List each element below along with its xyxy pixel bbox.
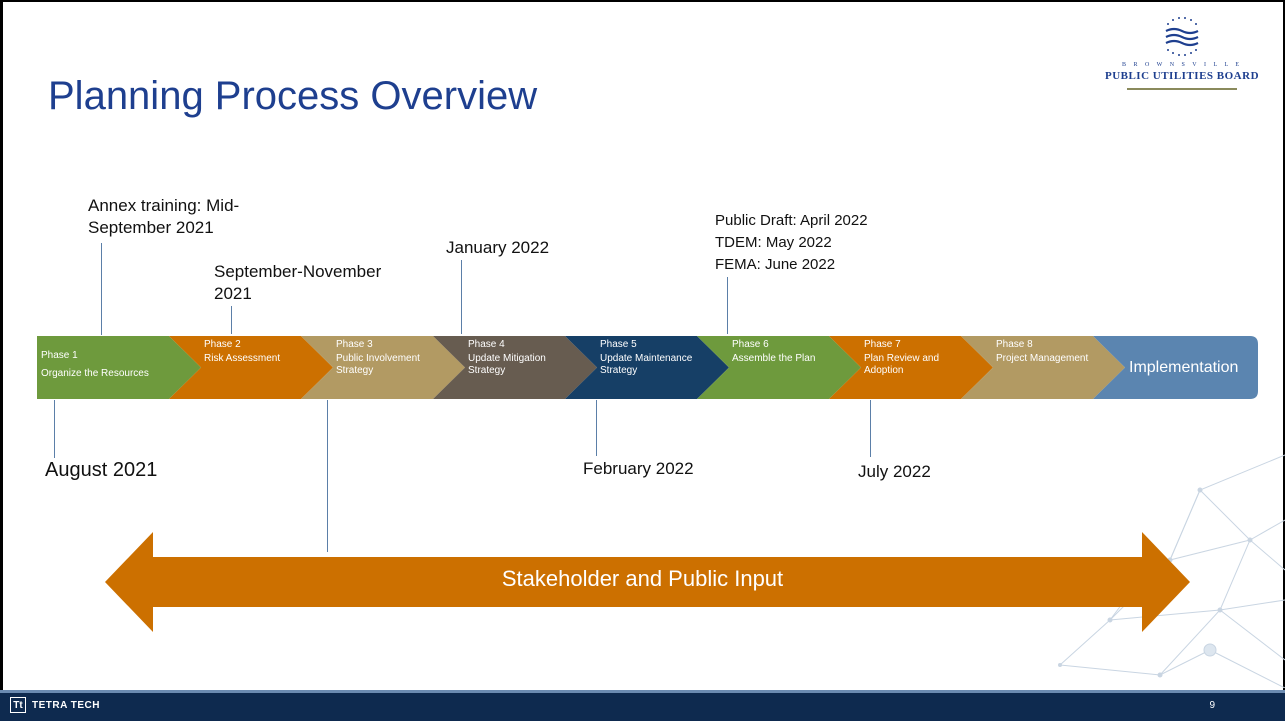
- phase-label-2: Phase 2 Risk Assessment: [204, 339, 302, 365]
- connector-line: [327, 400, 328, 552]
- phase-label-4: Phase 4 Update Mitigation Strategy: [468, 339, 566, 377]
- slide-title: Planning Process Overview: [48, 74, 538, 118]
- slide-border-right: [1283, 0, 1285, 690]
- annotation-public-draft: Public Draft: April 2022 TDEM: May 2022 …: [715, 210, 868, 276]
- page-number: 9: [1209, 700, 1215, 711]
- phase-name: Project Management: [996, 353, 1089, 364]
- phase-label-1: Phase 1 Organize the Resources: [41, 350, 167, 380]
- phase-chevron-6: [697, 336, 861, 399]
- tetra-tech-name: TETRA TECH: [32, 699, 100, 711]
- phase-chevron-3: [301, 336, 465, 399]
- connector-line: [870, 400, 871, 457]
- phase-name: Organize the Resources: [41, 368, 149, 379]
- annotation-line: TDEM: May 2022: [715, 234, 832, 251]
- logo-city: B R O W N S V I L L E: [1121, 62, 1243, 68]
- phase-label-8: Phase 8 Project Management: [996, 339, 1094, 365]
- phase-name: Update Maintenance Strategy: [600, 353, 693, 376]
- phase-number: Phase 2: [204, 339, 241, 350]
- connector-line: [101, 243, 102, 335]
- connector-line: [54, 400, 55, 458]
- phase-number: Phase 7: [864, 339, 901, 350]
- phase-chevron-7: [829, 336, 993, 399]
- tetra-tech-icon: Tt: [10, 697, 26, 713]
- annotation-line: September-November: [214, 262, 382, 281]
- connector-line: [596, 400, 597, 456]
- connector-line: [231, 306, 232, 334]
- logo-name: PUBLIC UTILITIES BOARD: [1104, 70, 1260, 82]
- phase-number: Phase 5: [600, 339, 637, 350]
- slide-border-left: [0, 0, 3, 690]
- footer-separator: [0, 690, 1285, 693]
- annotation-august: August 2021: [45, 459, 158, 481]
- phase-chevron-5: [565, 336, 729, 399]
- phase-number: Phase 6: [732, 339, 769, 350]
- network-decoration: [1058, 454, 1285, 688]
- phase-label-3: Phase 3 Public Involvement Strategy: [336, 339, 434, 377]
- phase-chevron-2: [169, 336, 333, 399]
- phase-chevron-4: [433, 336, 597, 399]
- phase-number: Phase 3: [336, 339, 373, 350]
- phase-name: Risk Assessment: [204, 353, 281, 364]
- implementation-block: [1093, 336, 1258, 399]
- phase-number: Phase 8: [996, 339, 1033, 350]
- annotation-line: FEMA: June 2022: [715, 256, 836, 273]
- phase-chevron-8: [961, 336, 1125, 399]
- stakeholder-arrow-label: Stakeholder and Public Input: [501, 566, 784, 591]
- phase-number: Phase 4: [468, 339, 505, 350]
- logo-rule: [1127, 88, 1237, 90]
- phase-label-6: Phase 6 Assemble the Plan: [732, 339, 830, 365]
- phase-name: Plan Review and Adoption: [864, 353, 940, 376]
- connector-line: [461, 260, 462, 334]
- annotation-line: September 2021: [88, 218, 214, 237]
- annotation-line: 2021: [214, 284, 252, 303]
- phase-number: Phase 1: [41, 350, 78, 361]
- phase-chevron-1: [37, 336, 201, 399]
- phase-name: Public Involvement Strategy: [336, 353, 420, 376]
- tetra-tech-logo: Tt TETRA TECH: [10, 697, 100, 713]
- annotation-annex-training: Annex training: Mid- September 2021: [88, 195, 239, 239]
- annotation-february: February 2022: [583, 459, 694, 478]
- implementation-label: Implementation: [1129, 358, 1239, 376]
- waves-icon: [1165, 17, 1199, 56]
- annotation-line: Public Draft: April 2022: [715, 212, 868, 229]
- annotation-sept-nov: September-November 2021: [214, 261, 381, 305]
- bpub-logo: B R O W N S V I L L E PUBLIC UTILITIES B…: [1092, 14, 1272, 102]
- annotation-january: January 2022: [446, 238, 550, 257]
- phase-name: Update Mitigation Strategy: [468, 353, 546, 376]
- connector-line: [727, 277, 728, 334]
- phase-label-5: Phase 5 Update Maintenance Strategy: [600, 339, 698, 377]
- annotation-july: July 2022: [858, 462, 931, 481]
- phase-label-7: Phase 7 Plan Review and Adoption: [864, 339, 962, 377]
- slide-border-top: [0, 0, 1285, 2]
- phase-name: Assemble the Plan: [732, 353, 816, 364]
- annotation-line: Annex training: Mid-: [88, 196, 240, 215]
- footer-bar: Tt TETRA TECH 9: [0, 690, 1285, 721]
